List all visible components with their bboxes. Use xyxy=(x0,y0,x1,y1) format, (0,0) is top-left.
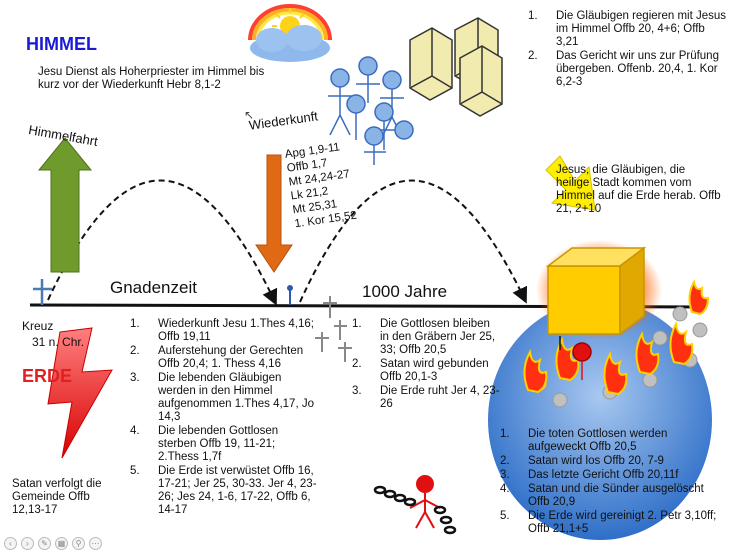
thrones-icon xyxy=(409,17,503,117)
gnadenzeit-label: Gnadenzeit xyxy=(110,278,197,297)
arc-second xyxy=(299,179,528,304)
right-list: 1.Die toten Gottlosen werden aufgeweckt … xyxy=(500,428,720,537)
rising-people-icon xyxy=(328,56,414,165)
list-item: 1.Die Gläubigen regieren mit Jesus im Hi… xyxy=(528,10,727,48)
himmel-label: HIMMEL xyxy=(26,34,97,54)
lightning-bolt xyxy=(47,327,113,459)
tausend-jahre-label: 1000 Jahre xyxy=(362,282,448,301)
top-right-list: 1.Die Gläubigen regieren mit Jesus im Hi… xyxy=(528,10,728,90)
list-item: 3.Die lebenden Gläubigen werden in den H… xyxy=(130,372,314,423)
kreuz-label: Kreuz 31 n. Chr. xyxy=(22,318,84,350)
mouse-cursor-icon: ↖ xyxy=(244,108,255,122)
next-slide-icon[interactable]: › xyxy=(21,537,34,550)
holy-city-cube xyxy=(545,246,647,336)
list-item: 4.Satan und die Sünder ausgelöscht Offb … xyxy=(500,483,704,508)
grave-crosses-icon xyxy=(315,296,352,362)
erde-label: ERDE xyxy=(22,366,73,386)
descend-text: Jesus, die Gläubigen, die heilige Stadt … xyxy=(556,164,721,215)
middle-list: 1.Die Gottlosen bleiben in den Gräbern J… xyxy=(352,318,502,412)
slideshow-toolbar: ‹ › ✎ ▦ ⚲ ⋯ xyxy=(4,537,102,550)
list-item: 2.Satan wird los Offb 20, 7-9 xyxy=(500,455,664,467)
more-options-icon[interactable]: ⋯ xyxy=(89,537,102,550)
kreuz-line2: 31 n. Chr. xyxy=(32,335,85,349)
priest-text: Jesu Dienst als Hoherpriester im Himmel … xyxy=(38,66,265,91)
wiederkunft-refs: Apg 1,9-11 Offb 1,7 Mt 24,24-27 Lk 21,2 … xyxy=(284,139,358,231)
list-item: 1.Die toten Gottlosen werden aufgeweckt … xyxy=(500,428,668,453)
zoom-icon[interactable]: ⚲ xyxy=(72,537,85,550)
satan-figure-icon xyxy=(559,336,592,380)
list-item: 1.Die Gottlosen bleiben in den Gräbern J… xyxy=(352,318,496,356)
pin-icon xyxy=(287,285,293,305)
list-item: 5.Die Erde wird gereinigt 2. Petr 3,10ff… xyxy=(500,510,717,535)
orange-down-arrow xyxy=(255,154,293,273)
cross-icon xyxy=(33,279,52,305)
green-up-arrow xyxy=(37,137,93,273)
list-item: 2.Satan wird gebunden Offb 20,1-3 xyxy=(352,358,489,383)
list-item: 5.Die Erde ist verwüstet Offb 16, 17-21;… xyxy=(130,465,317,516)
bound-satan-icon xyxy=(373,475,457,535)
pen-icon[interactable]: ✎ xyxy=(38,537,51,550)
list-item: 2.Das Gericht wir uns zur Prüfung überge… xyxy=(528,50,719,88)
left-list: 1.Wiederkunft Jesu 1.Thes 4,16; Offb 19,… xyxy=(130,318,318,518)
yellow-arrow xyxy=(545,155,596,211)
sun-cloud-icon xyxy=(248,4,332,62)
prev-slide-icon[interactable]: ‹ xyxy=(4,537,17,550)
slides-grid-icon[interactable]: ▦ xyxy=(55,537,68,550)
list-item: 1.Wiederkunft Jesu 1.Thes 4,16; Offb 19,… xyxy=(130,318,314,343)
list-item: 3.Die Erde ruht Jer 4, 23-26 xyxy=(352,385,500,410)
list-item: 3.Das letzte Gericht Offb 20,11f xyxy=(500,469,679,481)
fire-icons xyxy=(523,279,710,396)
list-item: 2.Auferstehung der Gerechten Offb 20,4; … xyxy=(130,345,304,370)
satan-text: Satan verfolgt die Gemeinde Offb 12,13-1… xyxy=(12,478,102,516)
kreuz-line1: Kreuz xyxy=(22,319,54,333)
list-item: 4.Die lebenden Gottlosen sterben Offb 19… xyxy=(130,425,279,463)
